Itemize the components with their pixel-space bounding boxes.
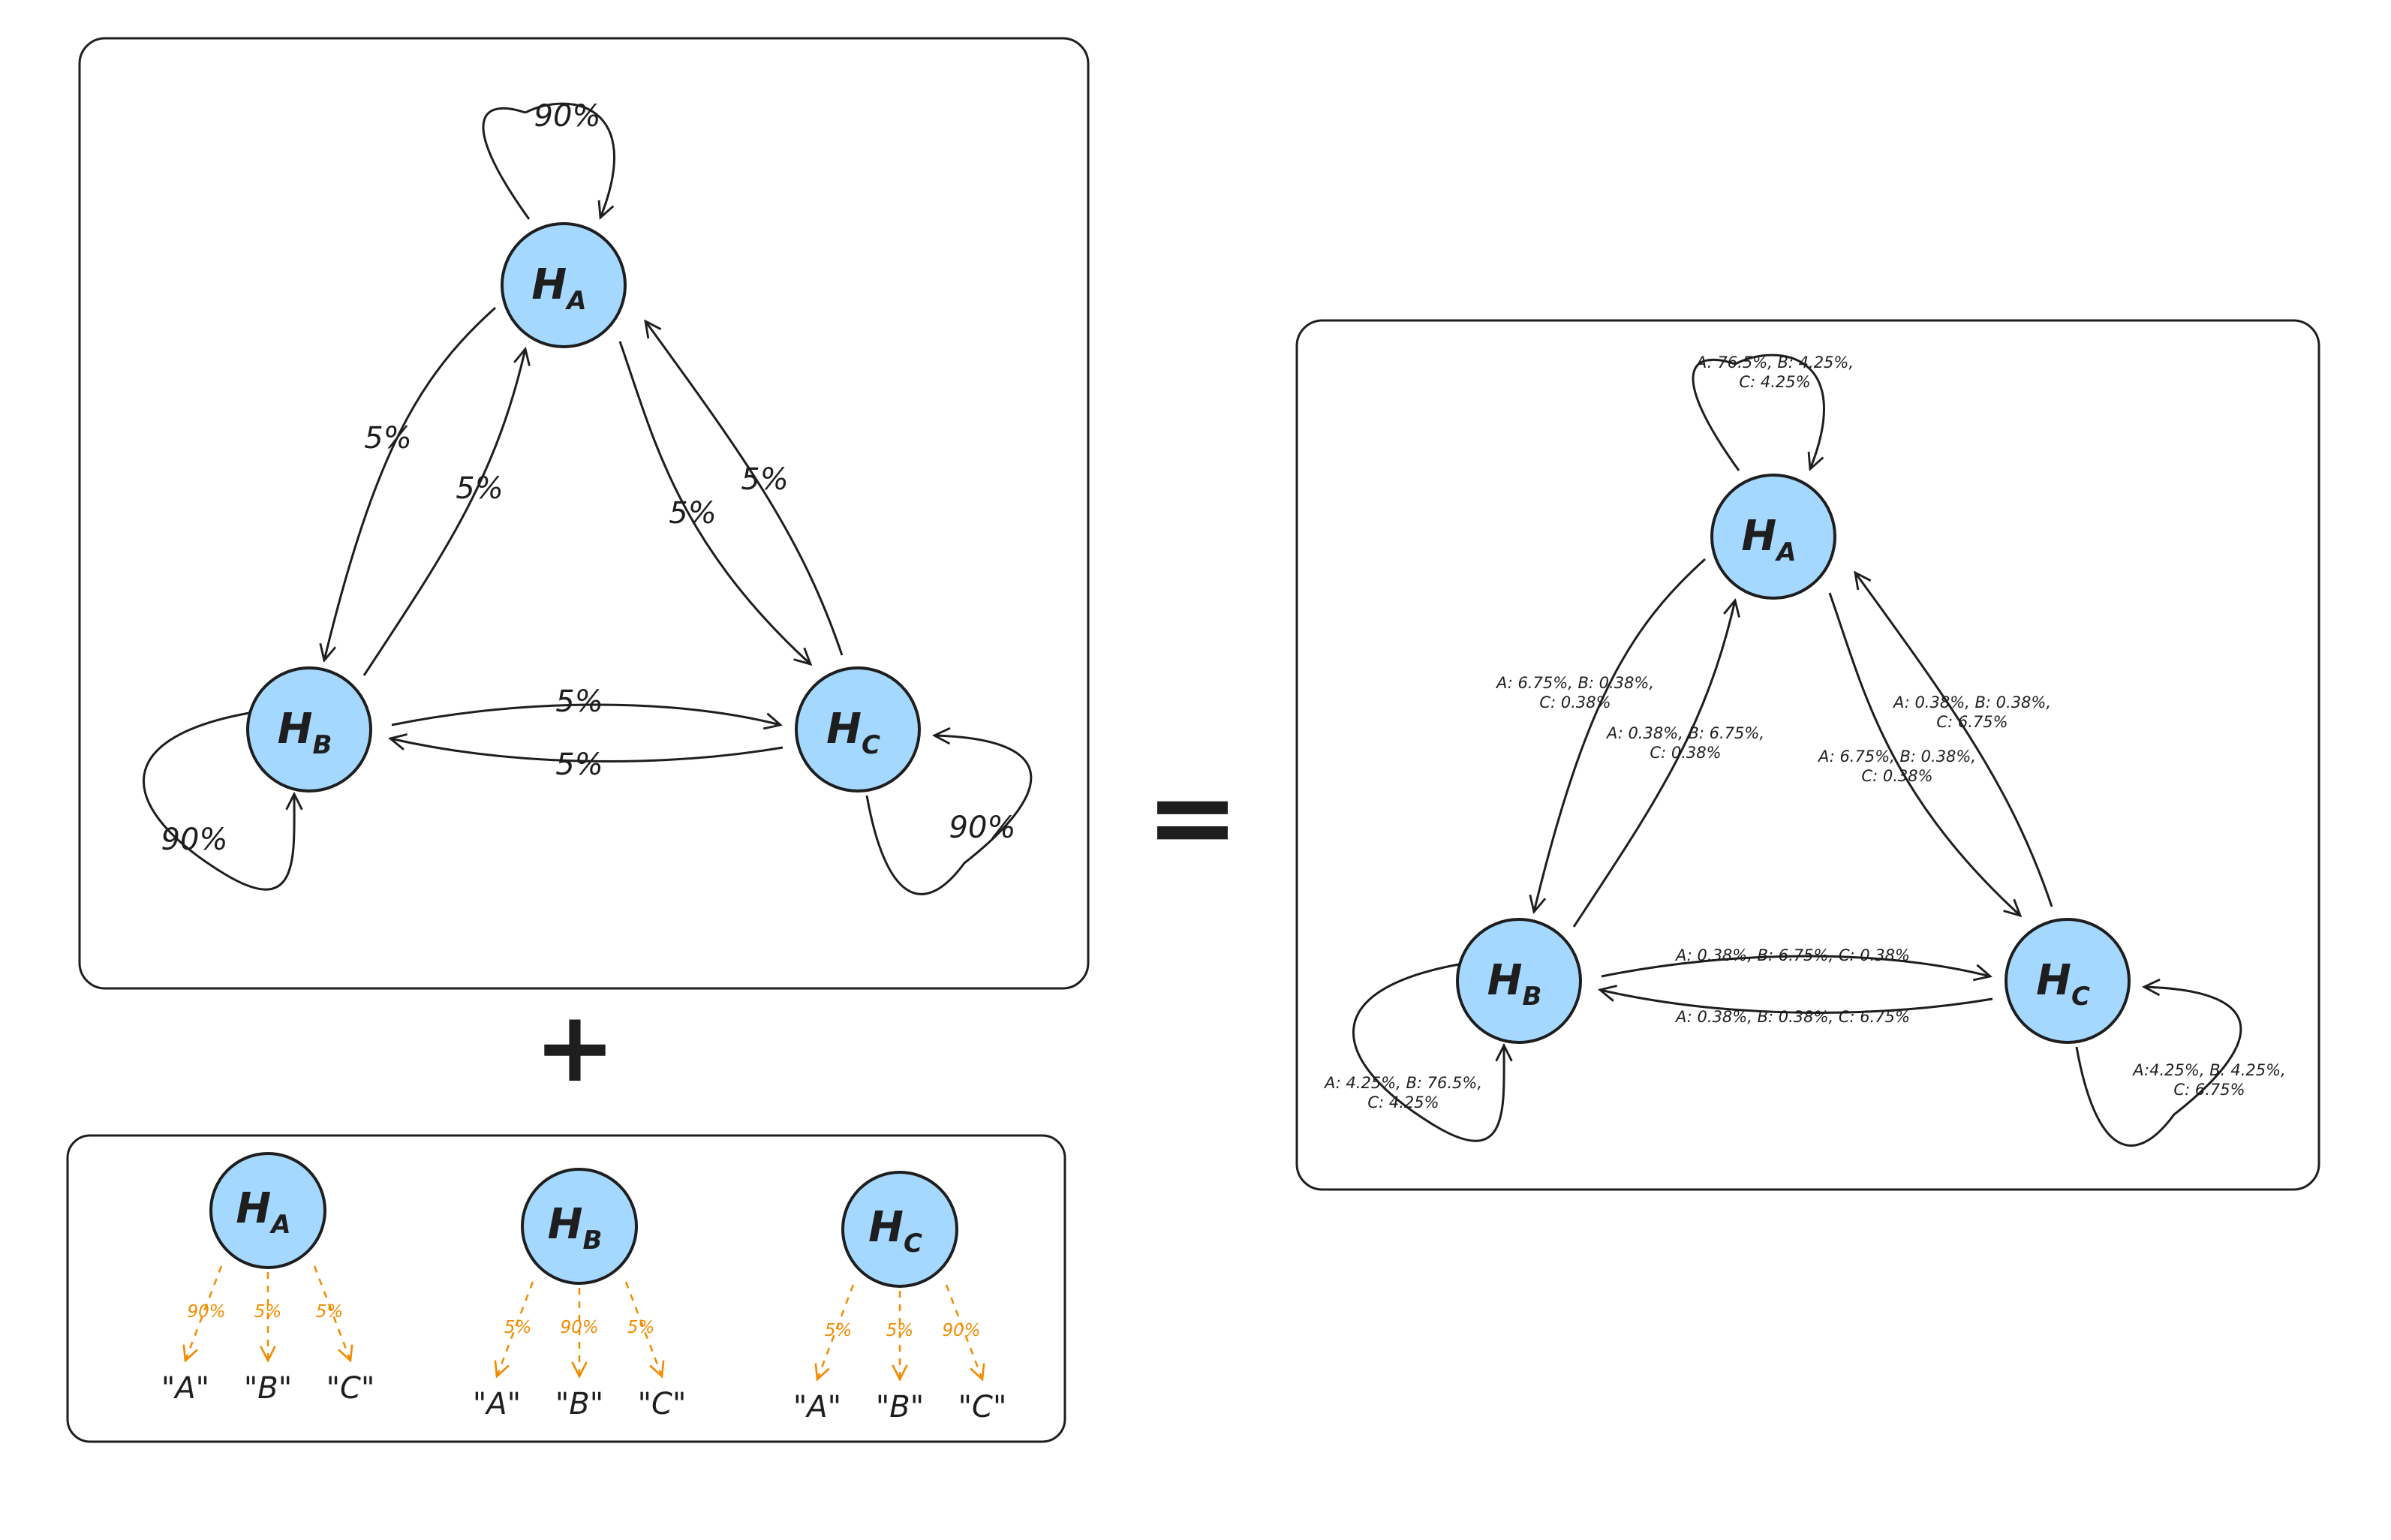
edge-b-to-a (362, 349, 525, 676)
edge-a-to-c (618, 341, 811, 664)
combined-node-hb-label: HB (1487, 956, 1542, 1012)
emission-prob: 90% (560, 1318, 598, 1337)
combined-node-ha (1710, 474, 1836, 600)
combined-node-hc-label: HC (2036, 956, 2090, 1012)
label-a-to-c: 5% (669, 496, 716, 531)
emission-output: "A" (793, 1390, 841, 1424)
emission-prob: 5% (316, 1302, 344, 1322)
combined-node-hb (1456, 918, 1582, 1044)
combined-label-a-to-c: A: 6.75%, B: 0.38%,C: 0.38% (1817, 747, 1976, 785)
emission-prob: 90% (942, 1321, 980, 1340)
node-hb (246, 666, 372, 793)
emission-group-a: HA 90% "A" 5% "B" 5% "C" (161, 1152, 375, 1406)
combined-edge-c-to-a (1855, 573, 2053, 907)
label-a-self: 90% (534, 99, 601, 134)
emission-output: "C" (958, 1390, 1007, 1424)
emission-arrow (497, 1281, 534, 1376)
node-ha-label: HA (531, 260, 586, 316)
emission-node-hb (521, 1168, 638, 1285)
combined-label-c-to-b: A: 0.38%, B: 0.38%, C: 6.75% (1674, 1008, 1910, 1026)
emission-arrow (624, 1281, 662, 1376)
combined-label-a-to-b: A: 6.75%, B: 0.38%,C: 0.38% (1495, 674, 1654, 711)
combined-edge-c-self (2075, 987, 2242, 1147)
node-hc (795, 666, 921, 793)
label-b-self: 90% (161, 823, 228, 857)
combined-panel: HA HB HC A: 76.5%, B: 4.25%,C: 4.25% A: 6.… (1295, 319, 2320, 1191)
edge-c-self (865, 735, 1033, 895)
combined-edge-a-to-c (1828, 592, 2020, 916)
label-c-to-a: 5% (741, 462, 788, 497)
combined-label-b-self: A: 4.25%, B: 76.5%,C: 4.25% (1323, 1074, 1482, 1111)
combined-label-b-to-c: A: 0.38%, B: 6.75%, C: 0.38% (1674, 946, 1910, 964)
emission-output: "B" (555, 1387, 603, 1421)
equals-operator: = (1145, 752, 1240, 883)
emission-prob: 5% (886, 1321, 914, 1340)
edge-b-to-c (391, 703, 780, 725)
emission-prob: 5% (825, 1321, 853, 1340)
label-b-to-c: 5% (555, 684, 603, 719)
label-a-to-b: 5% (364, 421, 411, 456)
edge-a-self (482, 102, 614, 219)
node-hb-label: HB (278, 705, 332, 760)
emission-group-b: HB 5% "A" 90% "B" 5% "C" (473, 1168, 687, 1421)
transition-panel: HA HB HC 90% 5% 5% 5% 5% 5% 5% 90% 90% (78, 37, 1090, 990)
combined-edge-a-self (1692, 353, 1824, 471)
emission-output: "A" (473, 1387, 521, 1421)
emission-output: "A" (161, 1371, 209, 1406)
combined-node-ha-label: HA (1741, 512, 1796, 567)
combined-edge-b-self (1352, 963, 1504, 1142)
combined-edge-b-to-a (1572, 600, 1735, 928)
label-c-to-b: 5% (555, 747, 603, 782)
plus-operator: + (534, 990, 616, 1104)
combined-edge-b-to-c (1601, 955, 1990, 976)
combined-edge-a-to-b (1534, 558, 1707, 912)
emission-output: "C" (638, 1387, 687, 1421)
combined-edge-c-to-b (1600, 990, 1993, 1014)
emission-node-label: HA (236, 1184, 290, 1240)
emission-output: "C" (326, 1371, 375, 1406)
combined-label-b-to-a: A: 0.38%, B: 6.75%,C: 0.38% (1605, 724, 1764, 762)
emission-arrow (945, 1284, 982, 1379)
emission-prob: 5% (627, 1318, 655, 1337)
node-ha (501, 222, 627, 348)
label-c-self: 90% (949, 811, 1016, 845)
emission-group-c: HC 5% "A" 5% "B" 90% "C" (793, 1171, 1007, 1424)
emission-arrow (313, 1265, 350, 1361)
emission-prob: 90% (187, 1302, 225, 1322)
edge-c-to-b (390, 738, 783, 762)
combined-label-a-self: A: 76.5%, B: 4.25%,C: 4.25% (1695, 353, 1854, 391)
edge-a-to-b (324, 306, 497, 660)
combined-node-hc (2005, 918, 2131, 1044)
emission-arrow (185, 1265, 223, 1361)
emission-node-ha (209, 1152, 326, 1269)
emission-output: "B" (876, 1390, 924, 1424)
edge-b-self (143, 711, 294, 891)
node-hc-label: HC (826, 705, 880, 760)
combined-panel-border (1295, 319, 2320, 1191)
combined-graph: HA HB HC (1352, 353, 2242, 1147)
emission-node-label: HB (548, 1200, 603, 1256)
emission-panel: HA 90% "A" 5% "B" 5% "C" HB 5% "A" 90% "B" 5% "C" HC 5%… (66, 1134, 1066, 1443)
combined-label-c-self: A:4.25%, B: 4.25%,C: 6.75% (2131, 1061, 2285, 1099)
edge-c-to-a (645, 321, 844, 656)
emission-node-hc (841, 1171, 958, 1288)
emission-node-label: HC (868, 1203, 922, 1259)
transition-graph: HA HB HC (143, 102, 1033, 895)
combined-label-c-to-a: A: 0.38%, B: 0.38%,C: 6.75% (1892, 693, 2051, 731)
emission-prob: 5% (254, 1302, 282, 1322)
label-b-to-a: 5% (456, 471, 503, 506)
emission-arrow (817, 1284, 855, 1379)
emission-output: "B" (244, 1371, 292, 1406)
transition-panel-border (78, 37, 1090, 990)
emission-prob: 5% (504, 1318, 532, 1337)
